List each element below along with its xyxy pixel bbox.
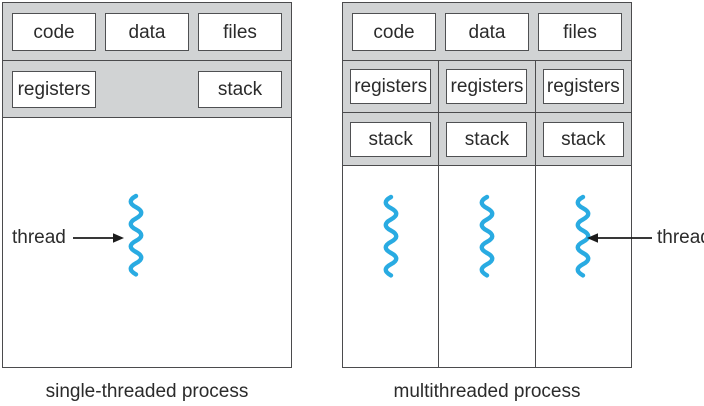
stack-label: stack [368,128,413,150]
registers-box: registers [350,69,432,104]
code-box: code [12,13,96,51]
registers-box: registers [12,71,96,108]
memory-band-code-data-files: code data files [3,3,291,61]
thread-cell [535,166,631,367]
stack-box: stack [350,121,432,157]
registers-label: registers [354,76,428,97]
caption-multithreaded-process: multithreaded process [393,381,581,402]
stack-box: stack [542,121,624,157]
thread-columns: registers stack registers [343,61,631,367]
stack-cell: stack [439,113,535,166]
files-label: files [563,21,597,43]
stack-box: stack [198,71,282,108]
single-threaded-process-box: code data files registers stack [2,2,292,368]
data-box: data [105,13,189,51]
registers-stack-band: registers stack [3,61,291,118]
files-box: files [198,13,282,51]
thread-icon [128,193,144,277]
registers-box: registers [446,69,528,104]
registers-cell: registers [439,61,535,113]
registers-cell: registers [343,61,439,113]
data-label: data [468,21,506,43]
registers-box: registers [542,69,624,104]
thread-label: thread [12,227,66,248]
arrow-right-icon [73,233,124,243]
registers-label: registers [546,76,620,97]
data-label: data [128,21,166,43]
registers-label: registers [17,79,91,100]
stack-cell: stack [343,113,439,166]
thread-column-2: registers stack [439,61,536,367]
stack-cell: stack [535,113,631,166]
thread-cell [343,166,439,367]
thread-icon [575,194,591,278]
single-thread-area [3,118,291,367]
thread-cell [439,166,535,367]
registers-label: registers [450,76,524,97]
thread-column-3: registers stack [535,61,631,367]
thread-icon [383,194,399,278]
stack-label: stack [217,79,263,100]
data-box: data [445,13,529,51]
caption-single-threaded-process: single-threaded process [45,381,249,402]
thread-icon [479,194,495,278]
arrow-left-icon [587,233,652,243]
stack-box: stack [446,121,528,157]
stack-label: stack [464,128,510,150]
multithreaded-process-box: code data files registers stack [342,2,632,368]
thread-label: thread [657,227,704,248]
code-label: code [373,21,415,43]
code-label: code [33,21,75,43]
files-box: files [538,13,622,51]
files-label: files [223,21,257,43]
registers-cell: registers [535,61,631,113]
code-box: code [352,13,436,51]
memory-band-code-data-files: code data files [343,3,631,61]
stack-label: stack [561,128,606,150]
thread-column-1: registers stack [343,61,440,367]
